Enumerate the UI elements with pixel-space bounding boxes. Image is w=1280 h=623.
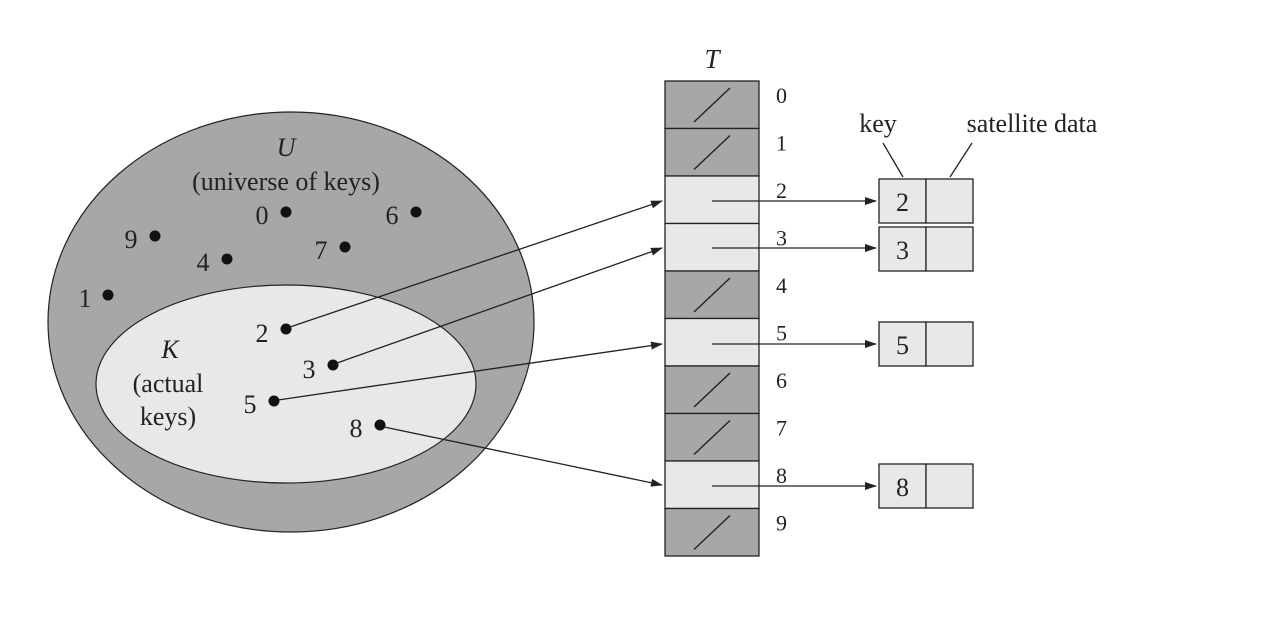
- actual-keys-caption-line2: keys): [140, 402, 196, 431]
- slot-cell: [664, 175, 760, 225]
- key-dot: [339, 241, 351, 253]
- key-dot: [102, 289, 114, 301]
- slot-to-record-pointers: [712, 197, 877, 490]
- arrow-key-2-to-slot-2: [289, 200, 663, 328]
- actual-key-2: 2: [256, 319, 292, 348]
- slot-index: 4: [776, 273, 787, 298]
- key-dot: [374, 419, 386, 431]
- nil-slash: [693, 514, 731, 551]
- table-slot-6: 6: [664, 365, 787, 415]
- universe-key-7: 7: [315, 236, 351, 265]
- universe-caption: (universe of keys): [192, 167, 380, 196]
- record-8: 8: [878, 463, 974, 509]
- key-label: 8: [350, 414, 363, 443]
- key-label-leader: [882, 142, 904, 178]
- record-key-cell: [878, 321, 927, 367]
- table-slot-1: 1: [664, 127, 787, 177]
- universe-key-9: 9: [125, 225, 161, 254]
- actual-keys-symbol: K: [160, 335, 180, 364]
- record-satellite-cell: [925, 463, 974, 509]
- nil-slash: [693, 87, 731, 123]
- key-dot: [410, 206, 422, 218]
- actual-keys-ellipse: [95, 284, 477, 484]
- slot-cell: [664, 222, 760, 272]
- key-label: 0: [256, 201, 269, 230]
- actual-key-5: 5: [244, 390, 280, 419]
- key-dot: [149, 230, 161, 242]
- slot-index: 5: [776, 321, 787, 346]
- key-label: 6: [386, 201, 399, 230]
- record-key-value: 5: [896, 331, 909, 360]
- key-dot: [268, 395, 280, 407]
- table-name: T: [704, 44, 721, 74]
- table-slot-3: 3: [664, 222, 787, 272]
- record-key-cell: [878, 178, 927, 224]
- key-dot: [221, 253, 233, 265]
- key-dot: [280, 206, 292, 218]
- record-satellite-cell: [925, 226, 974, 272]
- slot-index: 8: [776, 463, 787, 488]
- universe-key-1: 1: [79, 284, 114, 313]
- table-slot-9: 9: [664, 507, 787, 557]
- actual-key-3: 3: [303, 355, 339, 384]
- key-dot: [280, 323, 292, 335]
- table-slot-7: 7: [664, 412, 787, 462]
- record-key-value: 8: [896, 473, 909, 502]
- actual-key-8: 8: [350, 414, 386, 443]
- table-slot-4: 4: [664, 270, 787, 320]
- record-5: 5: [878, 321, 974, 367]
- key-dot: [327, 359, 339, 371]
- slot-index: 3: [776, 226, 787, 251]
- table-slot-5: 5: [664, 317, 787, 367]
- arrow-key-3-to-slot-3: [336, 247, 663, 364]
- record-key-value: 3: [896, 236, 909, 265]
- record-2: 2: [878, 178, 974, 224]
- nil-slash: [693, 277, 731, 313]
- table-slot-8: 8: [664, 460, 787, 510]
- universe-key-0: 0: [256, 201, 292, 230]
- universe-symbol: U: [277, 133, 298, 162]
- nil-slash: [693, 372, 731, 408]
- slot-cell: [664, 460, 760, 510]
- actual-keys-caption-line1: (actual: [133, 369, 204, 398]
- arrow-key-5-to-slot-5: [277, 341, 663, 401]
- key-label: 9: [125, 225, 138, 254]
- universe-key-6: 6: [386, 201, 422, 230]
- table-slot-2: 2: [664, 175, 787, 225]
- arrow-key-8-to-slot-8: [383, 426, 663, 487]
- slot-index: 0: [776, 83, 787, 108]
- slot-index: 9: [776, 511, 787, 536]
- record-key-cell: [878, 463, 927, 509]
- satellite-label-leader: [949, 142, 973, 178]
- record-satellite-cell: [925, 321, 974, 367]
- key-label: 3: [303, 355, 316, 384]
- record-key-cell: [878, 226, 927, 272]
- key-label: 5: [244, 390, 257, 419]
- nil-slash: [693, 419, 731, 456]
- slot-index: 7: [776, 416, 787, 441]
- record-key-label: key: [859, 109, 897, 138]
- slot-index: 2: [776, 178, 787, 203]
- universe-key-4: 4: [197, 248, 233, 277]
- record-satellite-cell: [925, 178, 974, 224]
- key-label: 2: [256, 319, 269, 348]
- key-label: 4: [197, 248, 210, 277]
- table-slot-0: 0: [664, 80, 787, 130]
- key-label: 1: [79, 284, 92, 313]
- nil-slash: [693, 134, 731, 171]
- record-3: 3: [878, 226, 974, 272]
- slot-cell: [664, 317, 760, 367]
- slot-index: 6: [776, 368, 787, 393]
- key-label: 7: [315, 236, 328, 265]
- record-key-value: 2: [896, 188, 909, 217]
- slot-index: 1: [776, 131, 787, 156]
- key-to-slot-arrows: [277, 200, 663, 487]
- record-satellite-label: satellite data: [967, 109, 1098, 138]
